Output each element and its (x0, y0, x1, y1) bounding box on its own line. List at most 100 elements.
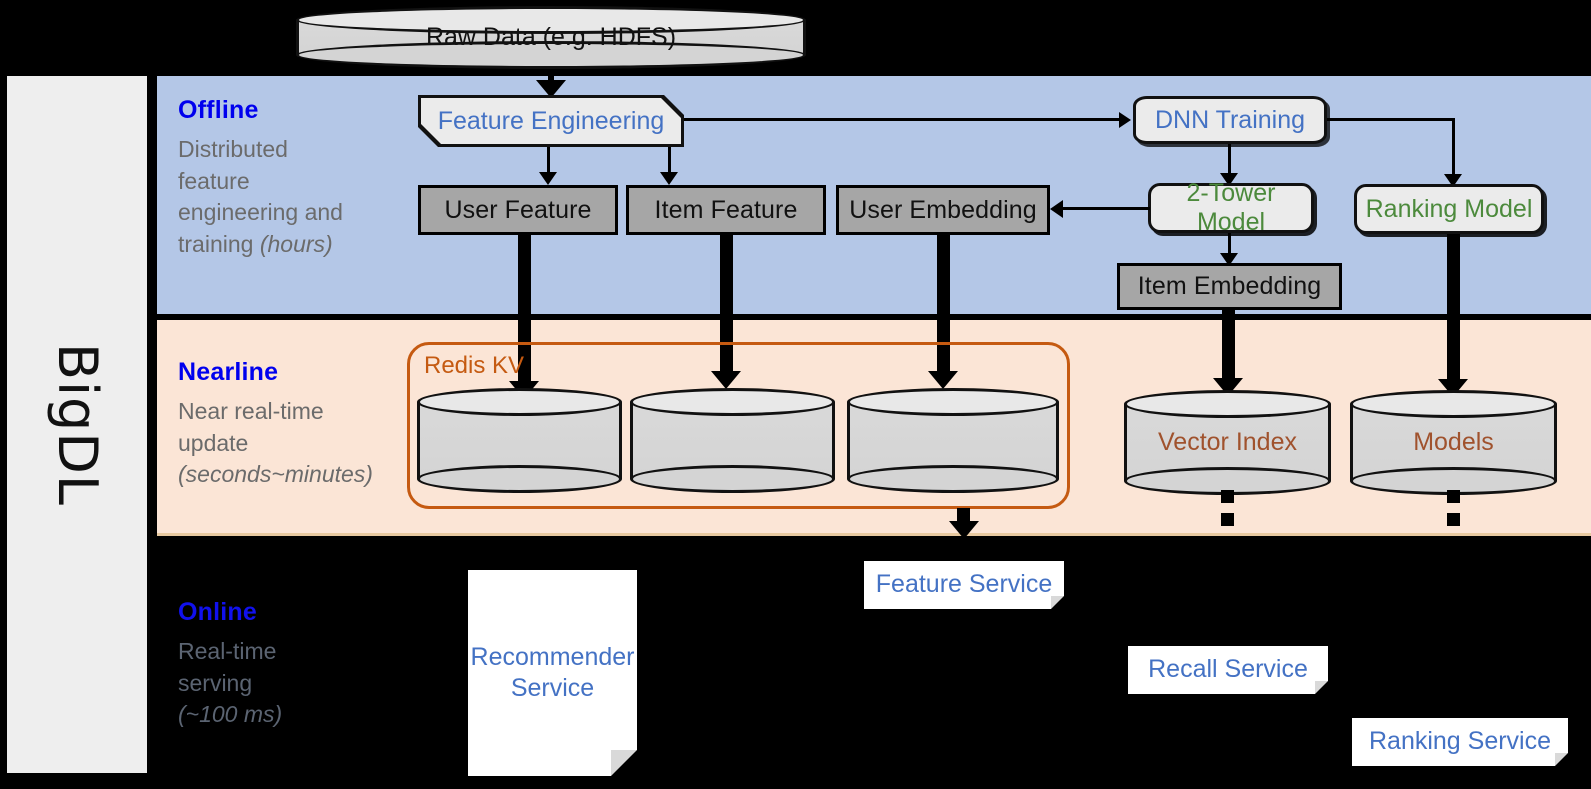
cylinder-top (630, 388, 835, 416)
online-subtitle: Real-time serving (~100 ms) (178, 636, 282, 731)
recall-service-label: Recall Service (1148, 655, 1308, 684)
cylinder-top (1124, 390, 1331, 418)
ranking-model-box[interactable]: Ranking Model (1354, 184, 1544, 234)
online-title: Online (178, 598, 257, 626)
feature-engineering-box[interactable]: Feature Engineering (418, 95, 684, 147)
kv-store-1-label (417, 388, 622, 493)
arrowhead-fe-itemfeature (660, 172, 678, 185)
arrowhead-rawdata-fe (536, 80, 566, 98)
raw-data-label: Raw Data (e.g. HDFS) (425, 23, 677, 51)
pipe-itemfeature-kv (720, 235, 733, 376)
pipe-rankingmodel-models (1447, 234, 1460, 384)
two-tower-model-label: 2-Tower Model (1186, 179, 1276, 236)
nearline-caption: Nearline Near real-time update (seconds~… (178, 358, 373, 491)
connector-dot-models-2 (1447, 513, 1460, 526)
online-sub-l1: Real-time (178, 638, 277, 664)
user-feature-label: User Feature (444, 195, 592, 224)
arrowhead-itemfeature-kv (711, 371, 741, 389)
user-embedding-label: User Embedding (849, 195, 1037, 224)
pipe-userembedding-kv (937, 235, 950, 376)
cylinder-top (847, 388, 1059, 416)
offline-sub-l3: engineering and (178, 199, 343, 225)
ranking-service-label: Ranking Service (1368, 727, 1552, 756)
cylinder-bottom (630, 465, 835, 493)
page-fold-icon (1051, 596, 1064, 609)
cylinder-bottom (417, 465, 622, 493)
cylinder-top (296, 6, 806, 34)
online-sub-l2: serving (178, 669, 253, 696)
item-embedding-label: Item Embedding (1137, 272, 1322, 300)
recall-service-sheet[interactable]: Recall Service (1128, 646, 1328, 694)
nearline-subtitle: Near real-time update (seconds~minutes) (178, 396, 373, 491)
redis-kv-label: Redis KV (424, 352, 525, 379)
arrowhead-dnn-2tower (1220, 173, 1238, 186)
page-fold-icon (611, 750, 637, 776)
kv-store-cylinder-2[interactable] (630, 388, 835, 493)
item-feature-label: Item Feature (654, 195, 798, 224)
user-embedding-box[interactable]: User Embedding (836, 185, 1050, 235)
connector-2tower-itemembedding (1228, 233, 1231, 260)
cylinder-top (417, 388, 622, 416)
connector-dnn-ranking-h (1327, 118, 1455, 121)
connector-fe-itemfeature (668, 147, 671, 175)
dnn-training-label: DNN Training (1154, 105, 1306, 134)
recommender-service-sheet[interactable]: Recommender Service (468, 570, 637, 776)
offline-subtitle: Distributed feature engineering and trai… (178, 134, 343, 260)
two-tower-model-box[interactable]: 2-Tower Model (1148, 179, 1314, 236)
arrowhead-dnn-ranking (1444, 174, 1462, 187)
vector-index-cylinder[interactable]: Vector Index (1124, 390, 1331, 495)
kv-store-cylinder-3[interactable] (847, 388, 1059, 493)
cylinder-bottom (847, 465, 1059, 493)
cylinder-bottom (296, 41, 806, 69)
vector-index-label: Vector Index (1158, 428, 1297, 456)
item-feature-box[interactable]: Item Feature (626, 185, 826, 235)
feature-service-label: Feature Service (875, 570, 1053, 599)
connector-fe-userfeature (547, 147, 550, 175)
pipe-itemembedding-vectorindex (1222, 310, 1235, 383)
models-cylinder[interactable]: Models (1350, 390, 1557, 495)
online-sub-italic: (~100 ms) (178, 701, 283, 727)
bigdl-rail-label: BigDL (7, 76, 147, 773)
nearline-title: Nearline (178, 358, 279, 386)
page-fold-icon (1555, 753, 1568, 766)
page-fold-icon (1315, 681, 1328, 694)
item-embedding-box[interactable]: Item Embedding (1117, 263, 1342, 310)
bigdl-rail: BigDL (7, 76, 147, 773)
bigdl-text: BigDL (45, 343, 109, 506)
connector-rawdata-fe (548, 69, 554, 88)
arrowhead-kv-featureservice (949, 521, 979, 539)
kv-store-cylinder-1[interactable] (417, 388, 622, 493)
nearline-sub-l2: update (178, 429, 249, 456)
connector-2tower-userembedding (1062, 207, 1150, 210)
ranking-model-label: Ranking Model (1365, 194, 1533, 223)
models-label: Models (1413, 428, 1494, 456)
offline-caption: Offline Distributed feature engineering … (178, 96, 343, 260)
redis-kv-container (407, 342, 1070, 509)
connector-dot-models-1 (1447, 490, 1460, 503)
connector-dnn-2tower (1228, 144, 1231, 180)
feature-service-sheet[interactable]: Feature Service (864, 561, 1064, 609)
feature-engineering-label-wrap: Feature Engineering (421, 98, 681, 144)
offline-sub-italic: (hours) (259, 230, 333, 257)
kv-store-3-label (847, 388, 1059, 493)
dnn-training-box[interactable]: DNN Training (1133, 96, 1327, 144)
offline-sub-l4: training (178, 230, 260, 257)
user-feature-box[interactable]: User Feature (418, 185, 618, 235)
connector-fe-dnn (684, 118, 1121, 121)
nearline-sub-italic: (seconds~minutes) (178, 461, 373, 487)
arrowhead-2tower-userembedding (1050, 200, 1063, 218)
offline-sub-l2: feature (178, 167, 250, 194)
arrowhead-userembedding-kv (928, 371, 958, 389)
offline-sub-l1: Distributed (178, 136, 288, 162)
nearline-sub-l1: Near real-time (178, 398, 324, 424)
connector-dot-vectorindex-1 (1221, 490, 1234, 503)
connector-dnn-ranking-v (1452, 118, 1455, 180)
kv-store-2-label (630, 388, 835, 493)
raw-data-cylinder: Raw Data (e.g. HDFS) (296, 6, 806, 69)
arrowhead-2tower-itemembedding (1220, 253, 1238, 266)
arrowhead-fe-dnn (1119, 112, 1131, 128)
ranking-service-sheet[interactable]: Ranking Service (1352, 718, 1568, 766)
offline-title: Offline (178, 96, 259, 124)
cylinder-top (1350, 390, 1557, 418)
